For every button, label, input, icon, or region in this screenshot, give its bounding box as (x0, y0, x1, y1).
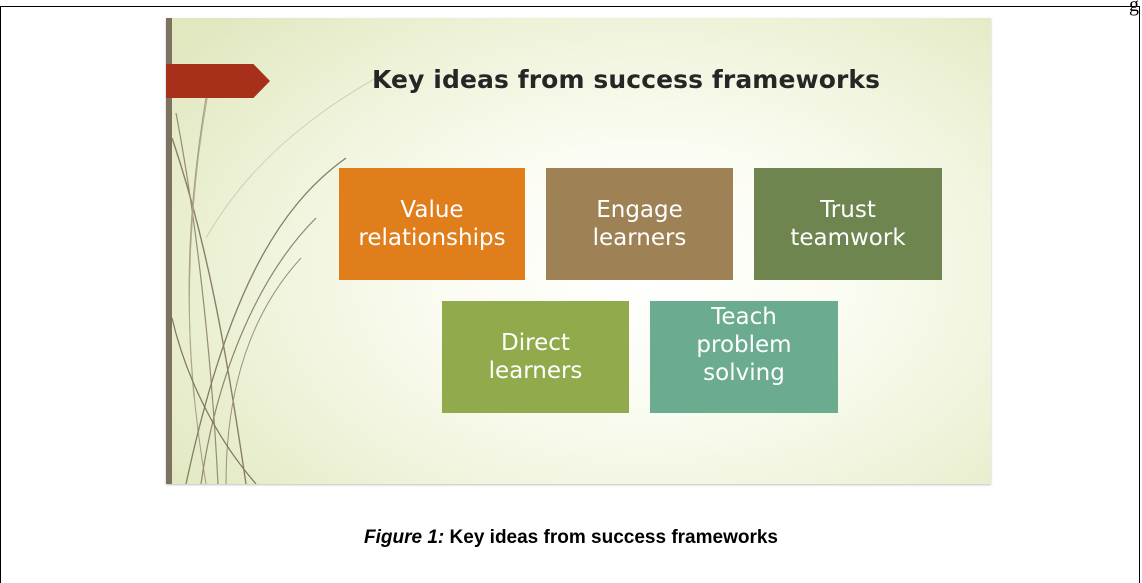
decorative-swoosh-lines (171, 77, 377, 484)
figure-caption: Figure 1: Key ideas from success framewo… (0, 527, 1142, 549)
slide-arrow-shape (166, 64, 270, 98)
cropped-header-text: g (1129, 0, 1139, 16)
slide-title: Key ideas from success frameworks (372, 65, 881, 94)
slide-left-bar (166, 18, 172, 484)
figure-caption-label: Figure 1: (364, 527, 445, 548)
figure-caption-text: Key ideas from success frameworks (449, 527, 778, 548)
